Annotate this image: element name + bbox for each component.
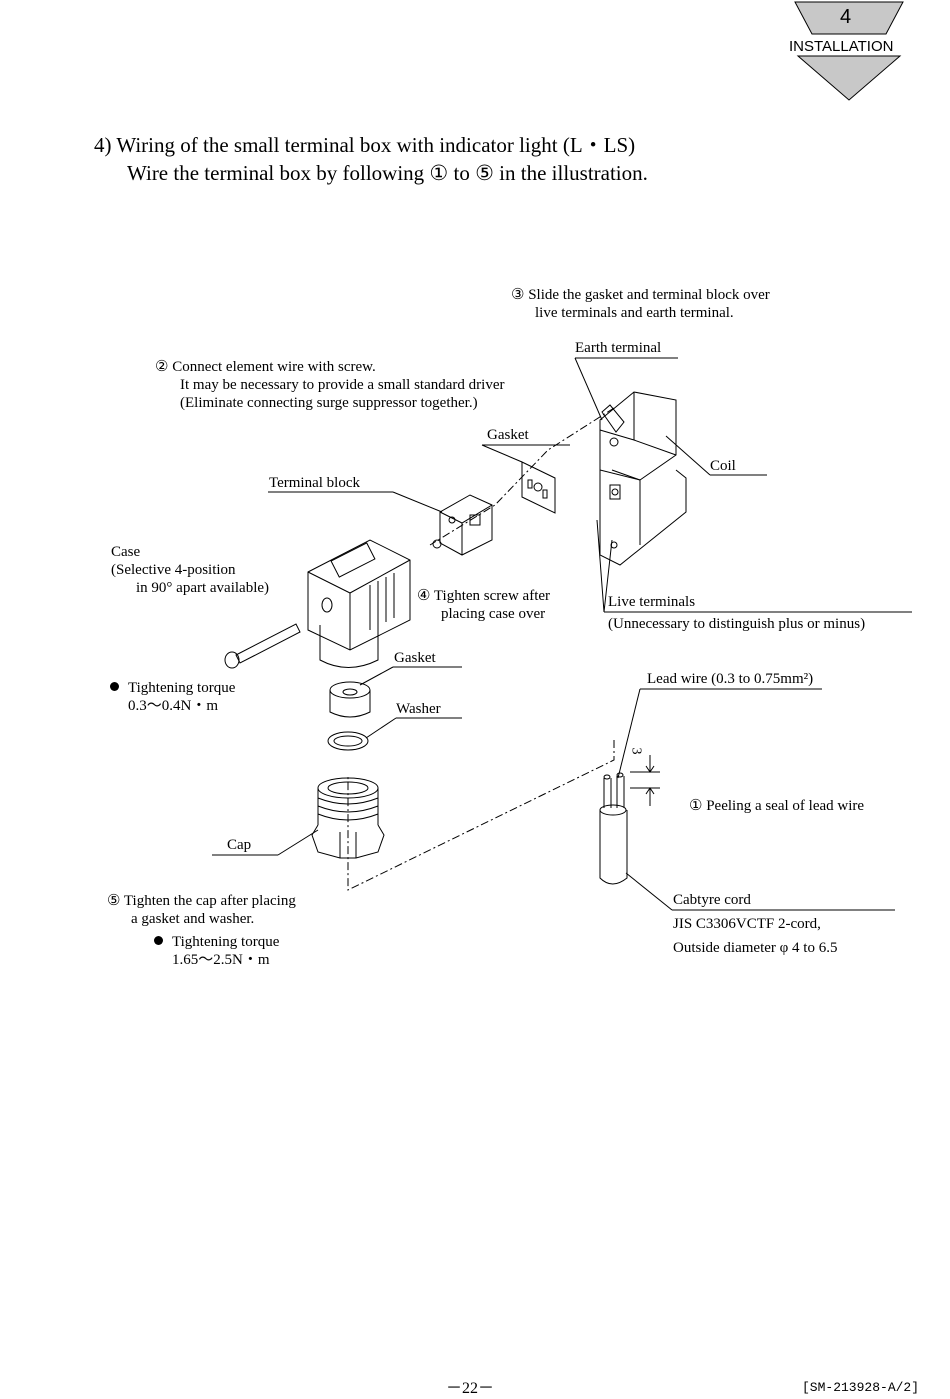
bullet-icon — [110, 682, 119, 691]
torque-2-text: Tightening torque — [172, 934, 280, 950]
step-3-line-2: live terminals and earth terminal. — [535, 305, 734, 321]
cap-label: Cap — [227, 837, 252, 853]
torque-1-value: 0.3～0.4N・m — [128, 698, 219, 714]
assembly-axis — [347, 407, 615, 891]
terminal-block-label: Terminal block — [269, 475, 361, 491]
step-2-line-3: (Eliminate connecting surge suppressor t… — [180, 395, 478, 411]
cord-spec-2: Outside diameter φ 4 to 6.5 — [673, 940, 838, 956]
leader-lines — [212, 357, 912, 911]
cap-shape — [311, 777, 385, 859]
step-4-line-2: placing case over — [441, 606, 546, 622]
step-4-line-1: ④ Tighten screw after — [417, 588, 551, 604]
page-number: －22－ — [446, 1380, 495, 1397]
torque-1-text: Tightening torque — [128, 680, 236, 696]
live-terminals-note: (Unnecessary to distinguish plus or minu… — [608, 616, 866, 632]
dimension-3-label: 3 — [628, 747, 644, 755]
coil-body — [599, 391, 687, 566]
heading-line-2: Wire the terminal box by following ① to … — [127, 161, 648, 185]
step-3-line-1: ③ Slide the gasket and terminal block ov… — [511, 287, 770, 303]
torque-2-value: 1.65～2.5N・m — [172, 952, 270, 968]
torque-1-label: Tightening torque — [110, 679, 235, 697]
section-title: INSTALLATION — [789, 38, 894, 55]
gasket-top-label: Gasket — [487, 427, 529, 443]
step-5-line-2: a gasket and washer. — [131, 911, 255, 927]
heading-line-1: 4) Wiring of the small terminal box with… — [94, 133, 636, 157]
terminal-block-shape — [432, 494, 493, 556]
case-shape — [307, 539, 411, 668]
torque-2-label: Tightening torque — [154, 933, 279, 951]
section-badge-shape — [794, 1, 904, 101]
lead-wire-label: Lead wire (0.3 to 0.75mm²) — [647, 671, 814, 687]
case-label-line-2: (Selective 4-position — [111, 562, 236, 578]
case-label-line-1: Case — [111, 544, 141, 560]
washer-label: Washer — [396, 701, 441, 717]
screw-shape — [224, 623, 301, 669]
live-terminals-label: Live terminals — [608, 594, 696, 610]
section-number: 4 — [840, 6, 852, 28]
step-2-line-2: It may be necessary to provide a small s… — [180, 377, 505, 393]
coil-label: Coil — [710, 458, 736, 474]
gasket-washer-shapes — [327, 681, 371, 751]
cord-shape — [599, 755, 660, 885]
gasket-top-shape — [521, 461, 556, 514]
cabtyre-cord-label: Cabtyre cord — [673, 892, 751, 908]
gasket-mid-label: Gasket — [394, 650, 436, 666]
earth-terminal-label: Earth terminal — [575, 340, 662, 356]
cord-spec-1: JIS C3306VCTF 2-cord, — [673, 916, 821, 932]
step-5-line-1: ⑤ Tighten the cap after placing — [107, 893, 296, 909]
step-2-line-1: ② Connect element wire with screw. — [155, 359, 376, 375]
document-code: [SM-213928-A/2] — [802, 1380, 920, 1395]
case-label-line-3: in 90° apart available) — [136, 580, 270, 596]
bullet-icon — [154, 936, 163, 945]
step-1-label: ① Peeling a seal of lead wire — [689, 798, 865, 814]
